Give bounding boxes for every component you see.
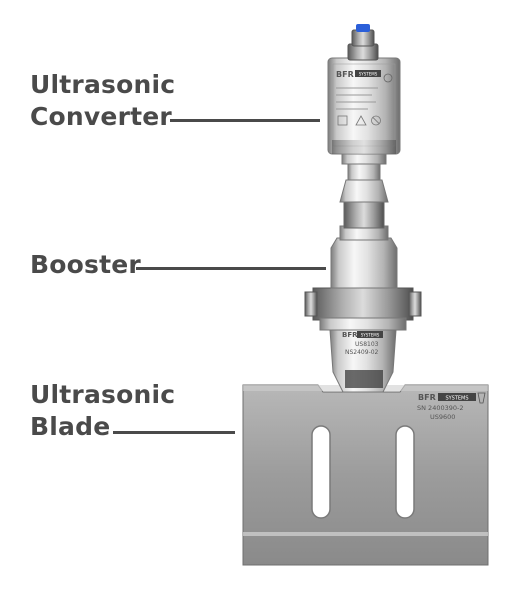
- blade-serial: SN 2400390-2: [417, 404, 463, 412]
- booster-brand-badge: [357, 331, 383, 338]
- booster: BFR SYSTEMS US8103 NS2409-02: [304, 225, 422, 393]
- blade-leader-line: [113, 431, 235, 434]
- info-icon: [337, 115, 348, 126]
- ultrasonic-blade: BFR SYSTEMS SN 2400390-2 US9600: [242, 384, 489, 566]
- booster-brand-sub: SYSTEMS: [361, 333, 380, 338]
- blade-label-line2: Blade: [30, 412, 111, 441]
- blade-brand-badge: [438, 393, 476, 401]
- converter-brand-sub: SYSTEMS: [359, 72, 378, 77]
- blade-model: US9600: [430, 413, 455, 421]
- converter-brand: BFR: [336, 70, 354, 79]
- booster-serial: NS2409-02: [345, 349, 379, 356]
- converter-brand-badge: [355, 70, 381, 77]
- ce-mark-icon: [383, 73, 393, 83]
- prohibited-icon: [371, 115, 381, 126]
- warning-icon: [355, 115, 367, 126]
- coupling-section: [339, 151, 389, 229]
- booster-label: Booster: [30, 250, 141, 279]
- blade-mark-icon: [477, 392, 486, 404]
- connector-cap-icon: [356, 24, 370, 32]
- ultrasonic-converter: BFR SYSTEMS: [327, 57, 401, 155]
- blade-slot-right: [395, 425, 415, 519]
- blade-brand-sub: SYSTEMS: [445, 396, 468, 402]
- booster-leader-line: [136, 267, 326, 270]
- booster-model: US8103: [355, 341, 379, 348]
- converter-label-line1: Ultrasonic: [30, 70, 176, 99]
- connector: [347, 24, 379, 61]
- converter-label-line2: Converter: [30, 102, 172, 131]
- blade-brand: BFR: [418, 393, 436, 402]
- blade-slot-left: [311, 425, 331, 519]
- booster-brand: BFR: [342, 331, 358, 339]
- blade-label-line1: Ultrasonic: [30, 380, 176, 409]
- converter-leader-line: [170, 119, 320, 122]
